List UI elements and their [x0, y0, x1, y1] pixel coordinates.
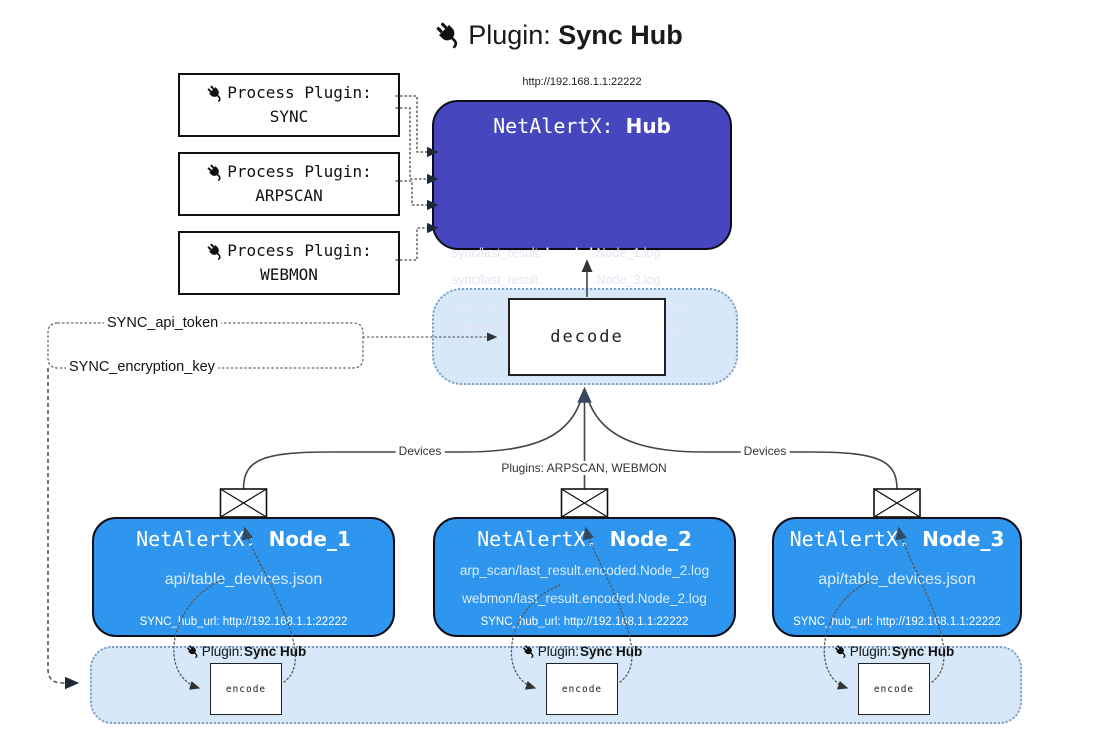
page-title-prefix: Plugin: [468, 20, 559, 50]
envelope-icon [560, 488, 609, 518]
hub-log-line: sync/last_result.decoded.Node_3.log [452, 273, 661, 287]
process-plugin-label: Process Plugin: [227, 241, 372, 260]
decode-box: decode [508, 298, 666, 376]
sync-encryption-key-label: SYNC_encryption_key [66, 359, 218, 375]
process-plugin-box-arpscan: Process Plugin: ARPSCAN [178, 152, 400, 216]
node-box-node2: NetAlertX: Node_2 arp_scan/last_result.e… [433, 517, 736, 637]
process-plugin-box-webmon: Process Plugin: WEBMON [178, 231, 400, 295]
process-plugin-label: Process Plugin: [227, 162, 372, 181]
node-box-node3: NetAlertX: Node_3 api/table_devices.json… [772, 517, 1022, 637]
node-hub-url: SYNC_hub_url: http://192.168.1.1:22222 [793, 616, 1001, 628]
encode-label: encode [873, 683, 915, 695]
node-hub-url: SYNC_hub_url: http://192.168.1.1:22222 [139, 616, 348, 628]
plugin-to-hub-connectors [395, 95, 439, 261]
node-file-line: webmon/last_result.encoded.Node_2.log [462, 591, 707, 606]
plug-icon [834, 644, 849, 659]
node-title: NetAlertX: Node_3 [789, 527, 1005, 551]
process-plugin-name: SYNC [269, 107, 309, 126]
page-title: Plugin: Sync Hub [0, 20, 1117, 51]
node-box-node1: NetAlertX: Node_1 api/table_devices.json… [92, 517, 395, 637]
process-plugin-name: ARPSCAN [255, 186, 323, 205]
envelope-icon [219, 488, 268, 518]
decode-label: decode [550, 327, 624, 347]
process-plugin-box-sync: Process Plugin: SYNC [178, 73, 400, 137]
encoder-plugin-label: Plugin: Sync Hub [834, 644, 954, 659]
hub-log-line: sync/last_result.decoded.Node_1.log [452, 246, 661, 260]
encoder-plugin-label: Plugin: Sync Hub [186, 644, 306, 659]
envelope-icon [873, 488, 921, 518]
plug-icon [206, 242, 225, 261]
process-plugin-label: Process Plugin: [227, 83, 372, 102]
encode-label: encode [225, 683, 267, 695]
sync-api-token-label: SYNC_api_token [104, 315, 222, 331]
hub-title: NetAlertX: Hub [493, 114, 671, 138]
devices-edge-label-right: Devices [740, 444, 790, 458]
process-plugin-name: WEBMON [260, 265, 318, 284]
plug-icon [522, 644, 537, 659]
plug-icon [434, 20, 464, 50]
node-title: NetAlertX: Node_1 [136, 527, 351, 551]
plug-icon [186, 644, 201, 659]
node-file-line: api/table_devices.json [818, 571, 976, 588]
node-file-line: arp_scan/last_result.encoded.Node_2.log [459, 563, 710, 578]
plugins-edge-label: Plugins: ARPSCAN, WEBMON [498, 461, 670, 475]
node-file-line: api/table_devices.json [164, 571, 323, 588]
node-title: NetAlertX: Node_2 [477, 527, 692, 551]
devices-edge-label-left: Devices [395, 444, 445, 458]
node-hub-url: SYNC_hub_url: http://192.168.1.1:22222 [480, 616, 689, 628]
encode-box: encode [546, 663, 618, 715]
encode-box: encode [210, 663, 282, 715]
encoder-plugin-label: Plugin: Sync Hub [522, 644, 642, 659]
hub-url-label: http://192.168.1.1:22222 [522, 76, 642, 88]
encode-label: encode [561, 683, 603, 695]
plug-icon [206, 163, 225, 182]
plug-icon [206, 84, 225, 103]
encryption-key-to-band-connector [47, 368, 80, 690]
hub-box: NetAlertX: Hub sync/last_result.decoded.… [432, 100, 732, 335]
page-title-bold: Sync Hub [558, 20, 683, 50]
encode-box: encode [858, 663, 930, 715]
